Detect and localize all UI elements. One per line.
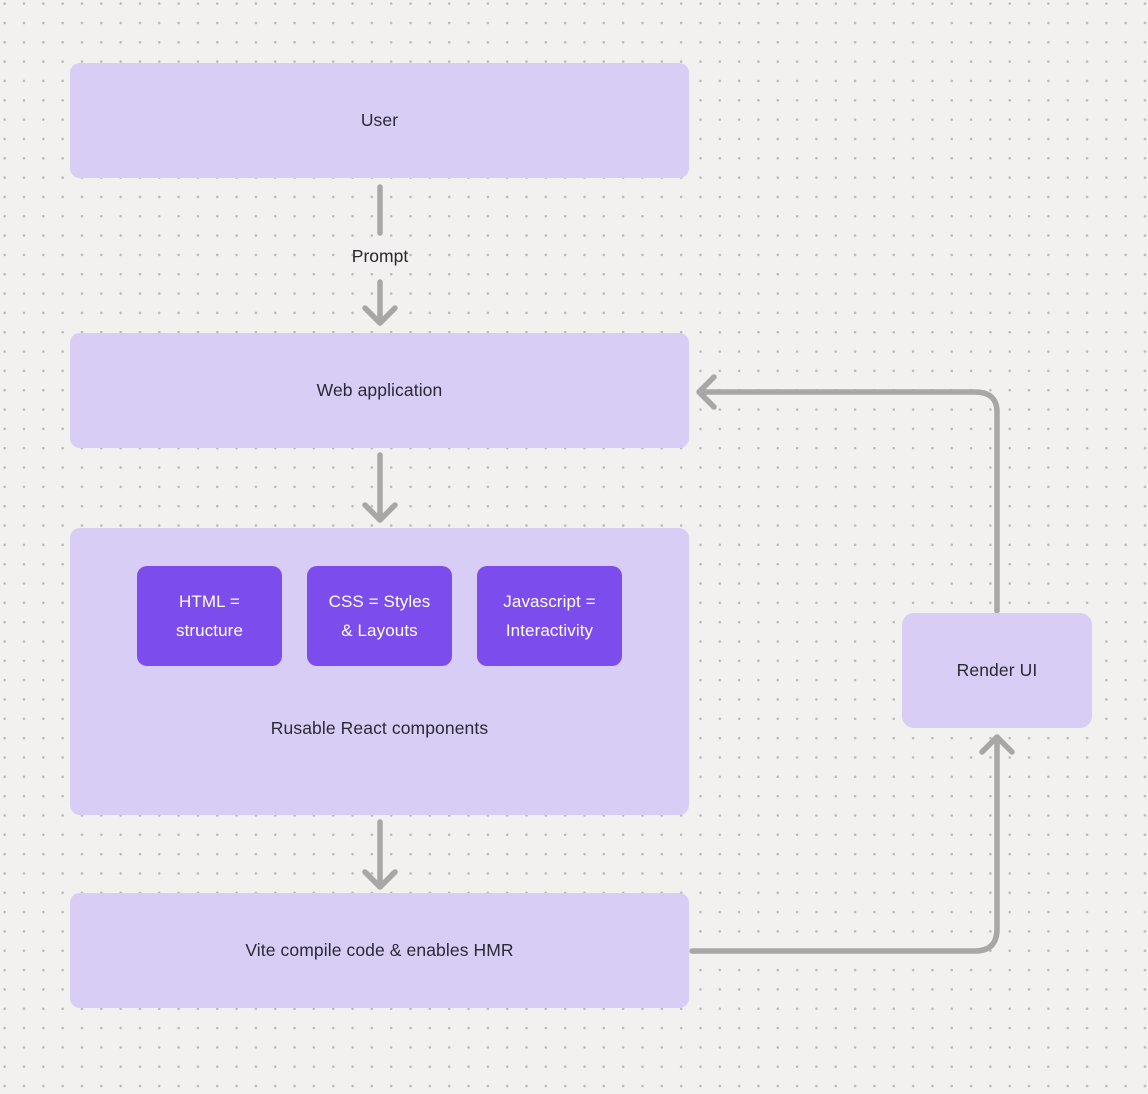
node-components-group: HTML = structure CSS = Styles & Layouts … — [70, 528, 689, 815]
arrow-components-to-vite — [362, 819, 398, 890]
chip-html-line2: structure — [175, 621, 244, 640]
arrow-vite-to-render-ui — [689, 734, 1015, 954]
chip-css-line2: & Layouts — [341, 621, 418, 640]
node-user: User — [70, 63, 689, 178]
chip-javascript-line2: Interactivity — [505, 621, 594, 640]
edge-label-prompt: Prompt — [351, 246, 409, 266]
node-web-application: Web application — [70, 333, 689, 448]
arrow-render-ui-to-webapp — [696, 374, 1000, 614]
node-web-application-label: Web application — [316, 380, 443, 400]
components-group-caption: Rusable React components — [270, 718, 489, 738]
node-vite: Vite compile code & enables HMR — [70, 893, 689, 1008]
node-user-label: User — [360, 110, 399, 130]
node-render-ui-label: Render UI — [956, 660, 1038, 680]
arrow-webapp-to-components — [362, 452, 398, 523]
chip-css-line1: CSS = Styles — [328, 592, 431, 611]
chip-html-line1: HTML = — [179, 592, 240, 611]
chip-javascript-line1: Javascript = — [503, 592, 596, 611]
chip-css: CSS = Styles & Layouts — [307, 566, 452, 666]
chip-javascript: Javascript = Interactivity — [477, 566, 622, 666]
chip-html: HTML = structure — [137, 566, 282, 666]
node-render-ui: Render UI — [902, 613, 1092, 728]
node-vite-label: Vite compile code & enables HMR — [245, 940, 514, 960]
